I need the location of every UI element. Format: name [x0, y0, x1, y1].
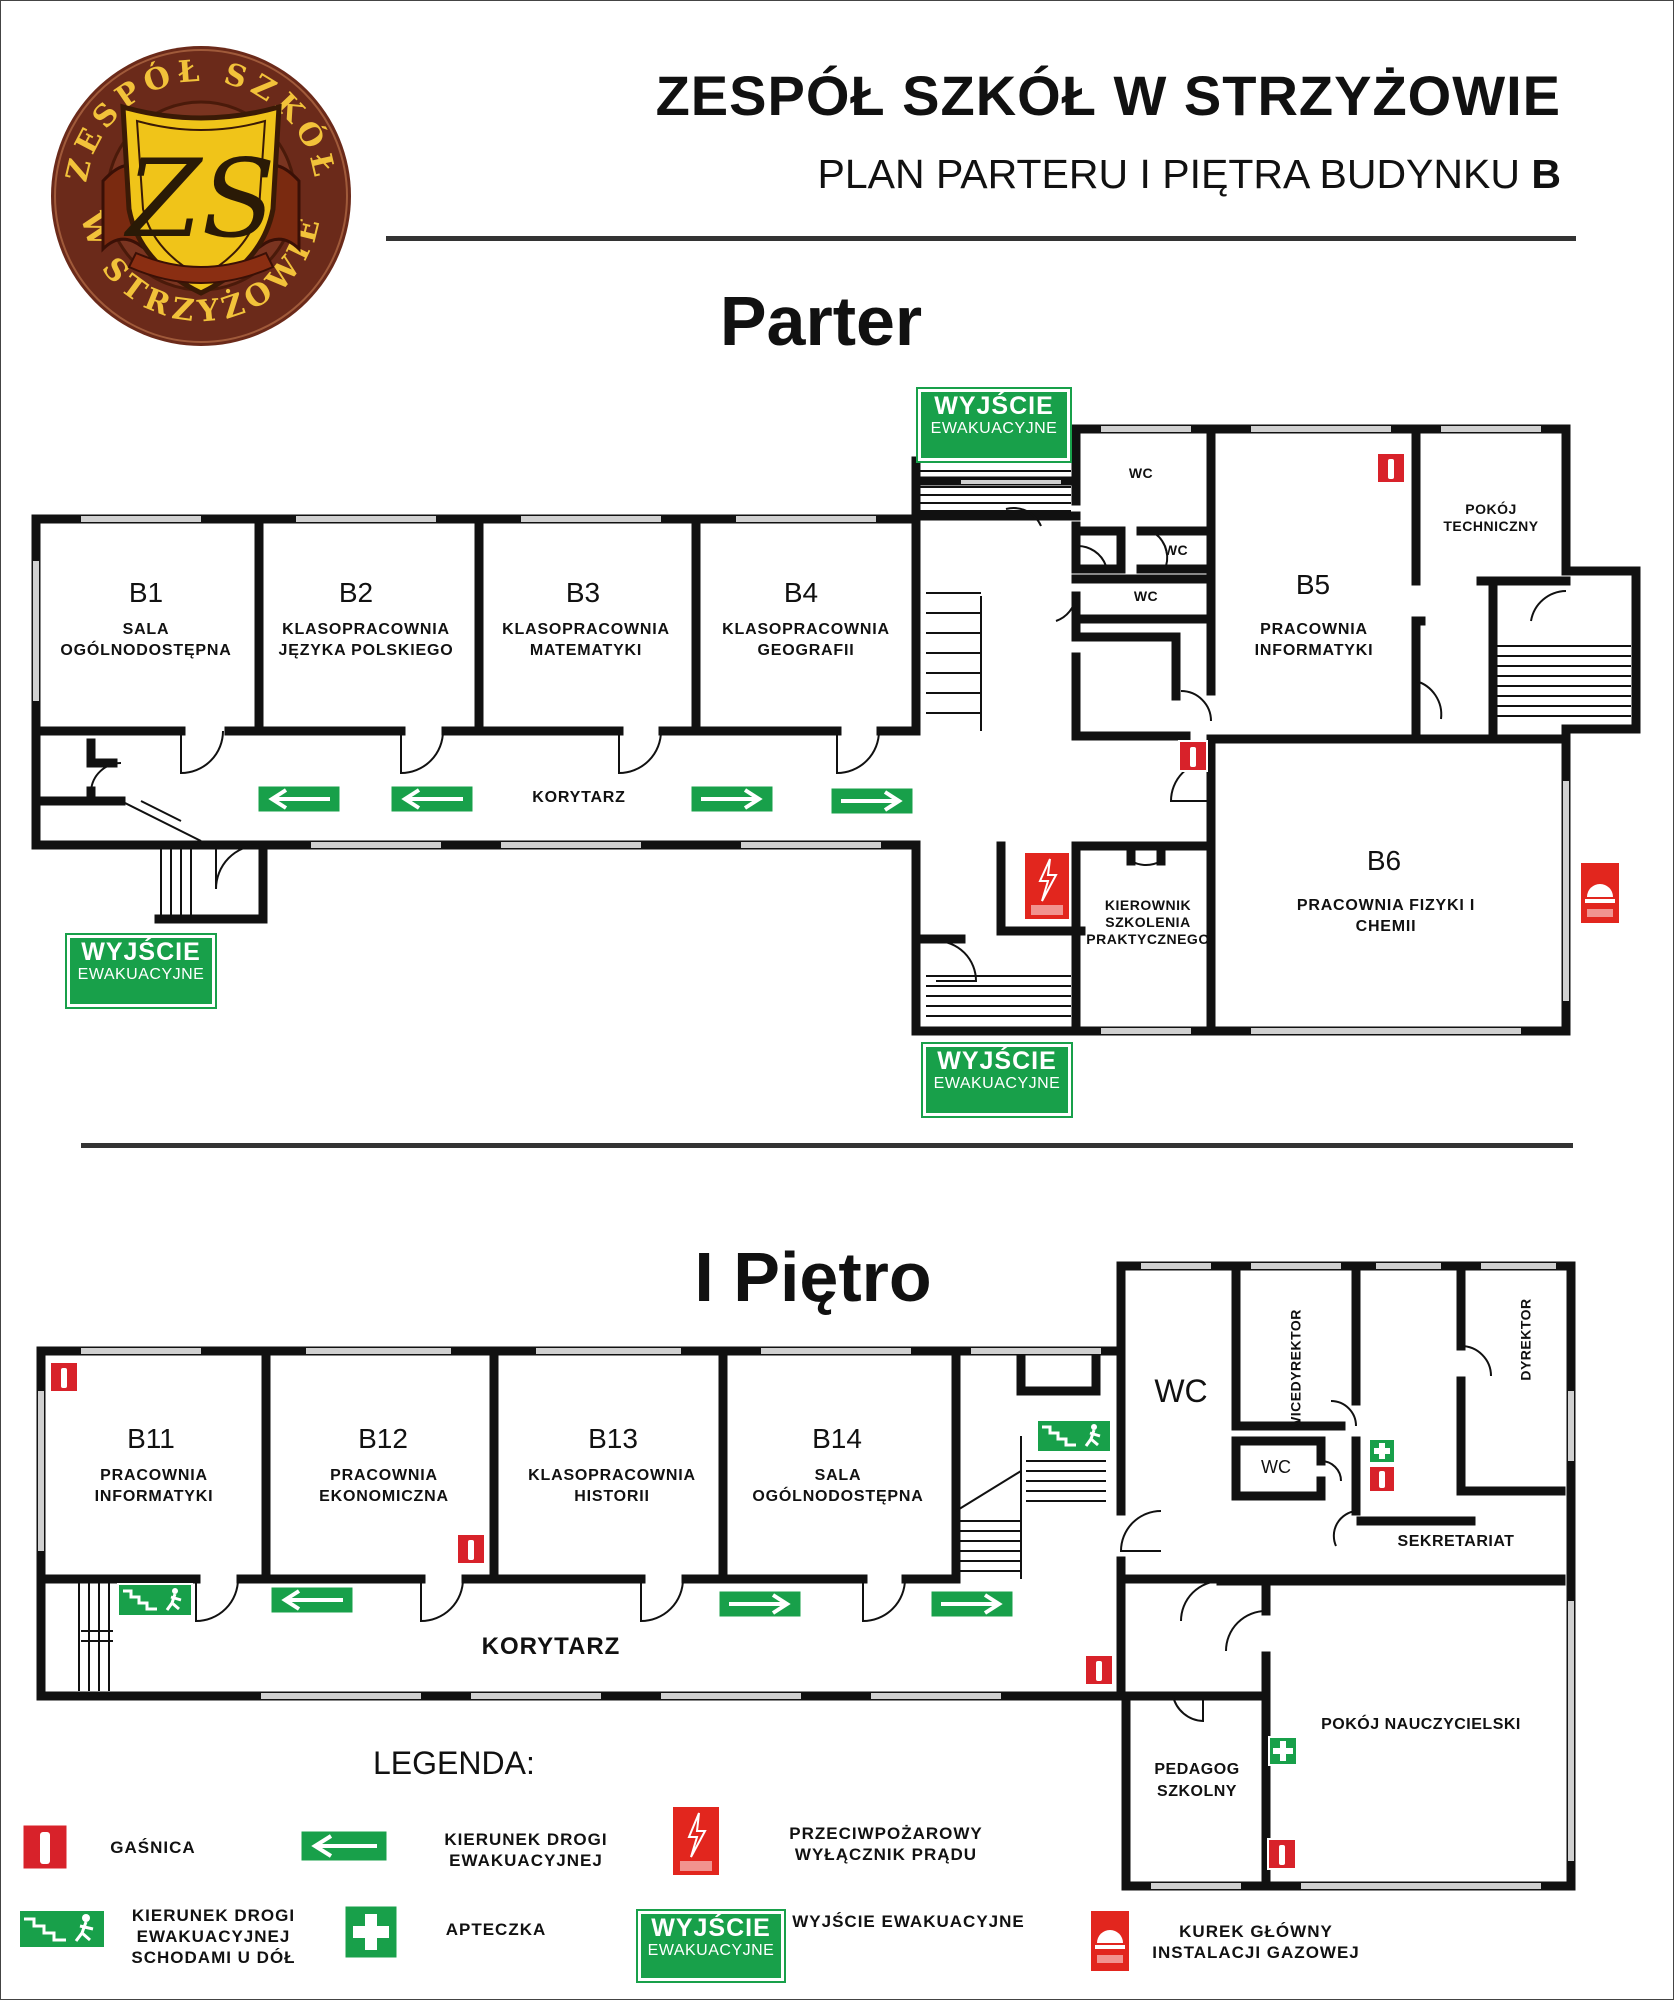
- first-floor-title: I Piętro: [694, 1238, 932, 1316]
- legend-power-switch-label: PRZECIWPOŻAROWY WYŁĄCZNIK PRĄDU: [789, 1824, 983, 1864]
- room-b13-name: KLASOPRACOWNIA HISTORII: [528, 1467, 696, 1505]
- first-windows: [38, 1263, 1574, 1889]
- fire-extinguisher-icon: [456, 1533, 486, 1565]
- ground-wc-3: WC: [1133, 588, 1159, 604]
- gas-valve-icon: [1579, 861, 1621, 925]
- exit-sign-line2: EWAKUACYJNE: [647, 1942, 775, 1959]
- plan-subtitle-text: PLAN PARTERU I PIĘTRA BUDYNKU: [817, 151, 1520, 197]
- room-b12-code: B12: [358, 1423, 408, 1454]
- room-b3-name: KLASOPRACOWNIA MATEMATYKI: [502, 621, 670, 659]
- floor-divider: [81, 1143, 1573, 1148]
- exit-sign-line2: EWAKUACYJNE: [77, 966, 205, 983]
- director-label: DYREKTOR: [1517, 1298, 1534, 1381]
- legend-stairs-down-icon: [18, 1909, 106, 1949]
- exit-sign-line1: WYJŚCIE: [937, 1047, 1057, 1075]
- school-name-title: ZESPÓŁ SZKÓŁ W STRZYŻOWIE: [655, 64, 1561, 127]
- exit-sign-line1: WYJŚCIE: [934, 392, 1054, 420]
- logo-monogram: ZS: [123, 137, 275, 262]
- evac-arrow-left-icon: [256, 784, 342, 814]
- ground-stairs: [120, 470, 1631, 1017]
- first-doors: [195, 1345, 1492, 1723]
- first-wc-big: WC: [1154, 1373, 1208, 1409]
- legend-title: LEGENDA:: [373, 1745, 535, 1781]
- school-logo: ZESPÓŁ SZKÓŁ W STRZYŻOWIE ZS: [51, 46, 351, 346]
- room-b2-code: B2: [338, 577, 374, 608]
- plan-subtitle: PLAN PARTERU I PIĘTRA BUDYNKU B: [621, 151, 1561, 198]
- room-b13-code: B13: [588, 1423, 638, 1454]
- evac-stairs-down-icon: [1036, 1419, 1112, 1453]
- exit-sign-line2: EWAKUACYJNE: [933, 1075, 1061, 1092]
- fire-extinguisher-icon: [1084, 1654, 1114, 1686]
- room-b14-name: SALA OGÓLNODOSTĘPNA: [752, 1467, 924, 1505]
- secretariat-label: SEKRETARIAT: [1397, 1533, 1515, 1550]
- first-corridor-label: KORYTARZ: [481, 1633, 621, 1660]
- first-aid-icon: [1268, 1736, 1298, 1766]
- room-b6-code: B6: [1366, 845, 1402, 876]
- first-walls: [36, 1261, 1576, 1891]
- evac-stairs-down-icon: [117, 1583, 193, 1617]
- evac-arrow-right-icon: [929, 1589, 1015, 1619]
- ground-floor-title: Parter: [719, 282, 923, 360]
- first-wc-small: WC: [1261, 1457, 1291, 1477]
- building-letter: B: [1531, 151, 1561, 197]
- evac-arrow-left-icon: [389, 784, 475, 814]
- vice-director-label: WICEDYREKTOR: [1287, 1309, 1304, 1430]
- legend-first-aid-label: APTECZKA: [445, 1920, 547, 1939]
- ground-windows: [33, 426, 1569, 1034]
- evac-arrow-left-icon: [269, 1585, 355, 1615]
- room-b2-name: KLASOPRACOWNIA JĘZYKA POLSKIEGO: [278, 621, 454, 659]
- ground-wc-1: WC: [1128, 465, 1154, 481]
- legend-direction-label: KIERUNEK DROGI EWAKUACYJNEJ: [444, 1830, 608, 1870]
- legend-power-switch-icon: [671, 1805, 721, 1877]
- first-floor-plan: [36, 1261, 1576, 1891]
- legend-extinguisher-icon: [21, 1823, 69, 1871]
- header-divider: [386, 236, 1576, 241]
- room-b11-code: B11: [127, 1423, 175, 1454]
- fire-extinguisher-icon: [1376, 452, 1406, 484]
- evac-arrow-right-icon: [829, 786, 915, 816]
- legend-exit-label: WYJŚCIE EWAKUACYJNE: [792, 1912, 1025, 1931]
- room-b5-code: B5: [1295, 569, 1331, 600]
- legend-stairs-down-label: KIERUNEK DROGI EWAKUACYJNEJ SCHODAMI U D…: [131, 1906, 296, 1967]
- legend-gas-valve-icon: [1089, 1909, 1131, 1973]
- tech-room-label: POKÓJ TECHNICZNY: [1443, 501, 1539, 534]
- legend-first-aid-icon: [343, 1904, 399, 1960]
- room-b1-code: B1: [128, 577, 164, 608]
- exit-sign-line1: WYJŚCIE: [651, 1914, 771, 1942]
- legend-gas-valve-label: KUREK GŁÓWNY INSTALACJI GAZOWEJ: [1152, 1922, 1360, 1962]
- room-b11-name: PRACOWNIA INFORMATYKI: [94, 1467, 214, 1505]
- evac-arrow-right-icon: [689, 784, 775, 814]
- pedagogue-label: PEDAGOG SZKOLNY: [1154, 1761, 1240, 1800]
- first-stairs: [78, 1436, 1106, 1691]
- room-b3-code: B3: [565, 577, 601, 608]
- manager-room-label: KIEROWNIK SZKOLENIA PRAKTYCZNEGO: [1086, 897, 1210, 947]
- fire-extinguisher-icon: [1368, 1465, 1396, 1493]
- exit-sign-line1: WYJŚCIE: [81, 938, 201, 966]
- legend-direction-icon: [299, 1829, 389, 1863]
- legend-extinguisher-label: GAŚNICA: [110, 1838, 196, 1857]
- evac-arrow-right-icon: [717, 1589, 803, 1619]
- fire-extinguisher-icon: [1178, 740, 1208, 772]
- first-aid-icon: [1368, 1438, 1396, 1464]
- room-b6-name: PRACOWNIA FIZYKI I CHEMII: [1296, 897, 1476, 935]
- ground-wc-2: WC: [1163, 542, 1189, 558]
- room-b12-name: PRACOWNIA EKONOMICZNA: [319, 1467, 449, 1505]
- room-b4-name: KLASOPRACOWNIA GEOGRAFII: [722, 621, 890, 659]
- exit-sign-line2: EWAKUACYJNE: [930, 420, 1058, 437]
- ground-floor-plan: [31, 424, 1641, 1036]
- room-b4-code: B4: [783, 577, 819, 608]
- ground-corridor-label: KORYTARZ: [532, 789, 626, 806]
- power-switch-icon: [1023, 851, 1071, 921]
- room-b14-code: B14: [812, 1423, 862, 1454]
- teachers-room-label: POKÓJ NAUCZYCIELSKI: [1321, 1716, 1521, 1733]
- fire-extinguisher-icon: [1267, 1838, 1297, 1870]
- fire-extinguisher-icon: [49, 1361, 79, 1393]
- room-b1-name: SALA OGÓLNODOSTĘPNA: [60, 621, 232, 659]
- room-b5-name: PRACOWNIA INFORMATYKI: [1254, 621, 1374, 659]
